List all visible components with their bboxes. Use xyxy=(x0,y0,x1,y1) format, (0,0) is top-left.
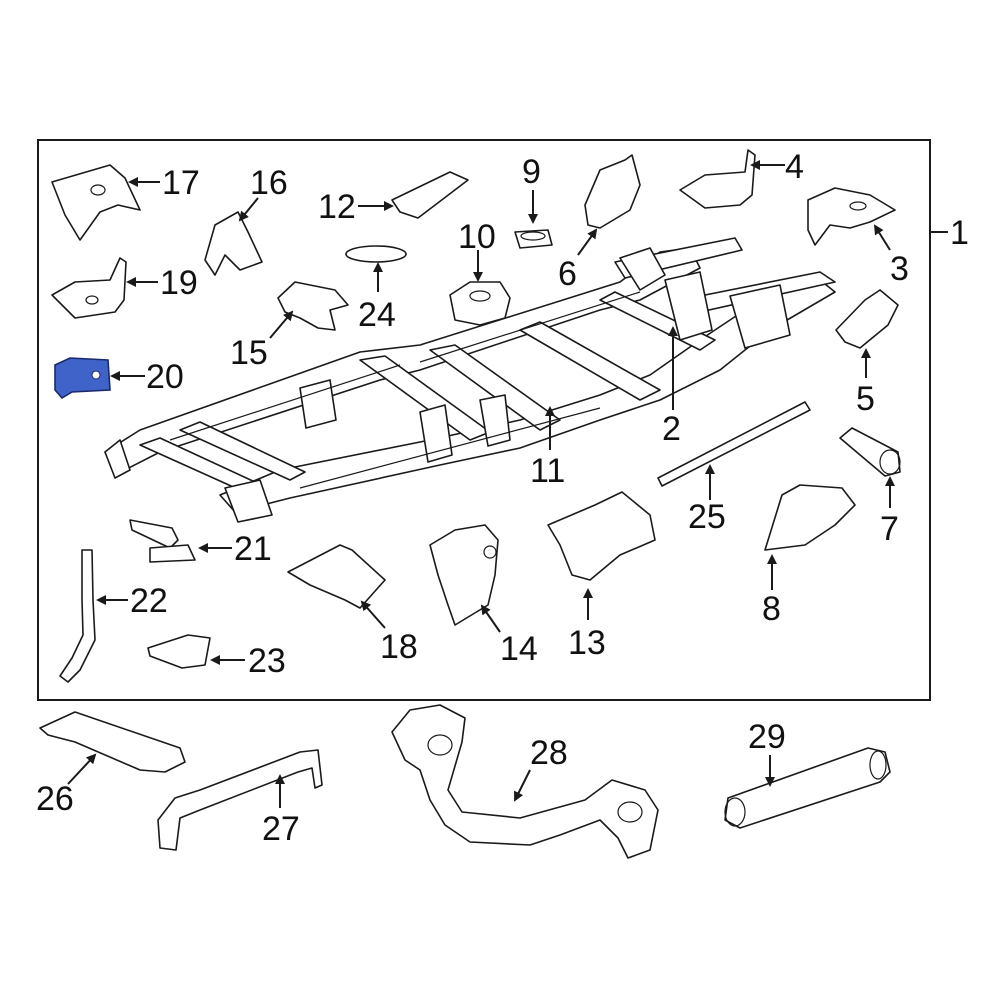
callout-5: 5 xyxy=(856,380,875,418)
part-8-bracket[interactable] xyxy=(764,484,856,551)
part-22-bolt[interactable] xyxy=(59,549,96,683)
part-19-bracket[interactable] xyxy=(51,257,127,319)
leader-lines xyxy=(67,160,895,808)
callout-2: 2 xyxy=(662,410,681,448)
callout-16: 16 xyxy=(250,164,288,202)
part-6-bracket[interactable] xyxy=(584,154,641,229)
part-13-bracket[interactable] xyxy=(547,491,656,581)
callout-19: 19 xyxy=(160,264,198,302)
callout-27: 27 xyxy=(262,810,300,848)
callout-28: 28 xyxy=(530,734,568,772)
part-4-bracket[interactable] xyxy=(679,149,756,209)
callout-10: 10 xyxy=(458,218,496,256)
part-9-grommet[interactable] xyxy=(514,229,553,249)
callout-29: 29 xyxy=(748,718,786,756)
frame-chassis[interactable] xyxy=(104,237,836,523)
assembly-frame xyxy=(37,139,931,701)
part-28-crossmember[interactable] xyxy=(391,704,659,859)
callout-24: 24 xyxy=(358,296,396,334)
callout-11: 11 xyxy=(530,452,565,490)
callout-6: 6 xyxy=(558,255,577,293)
callout-8: 8 xyxy=(762,590,781,628)
callout-21: 21 xyxy=(234,530,272,568)
part-14-bracket[interactable] xyxy=(429,524,499,626)
callout-23: 23 xyxy=(248,642,286,680)
part-29-tube[interactable] xyxy=(724,747,891,829)
part-7-sleeve[interactable] xyxy=(839,427,901,477)
part-20-bracket-highlighted[interactable] xyxy=(54,357,111,400)
callout-14: 14 xyxy=(500,630,538,668)
callout-9: 9 xyxy=(522,153,541,191)
part-3-bracket[interactable] xyxy=(807,187,896,246)
callout-20: 20 xyxy=(146,358,184,396)
callout-15: 15 xyxy=(230,334,268,372)
part-18-bracket[interactable] xyxy=(287,544,386,609)
callout-4: 4 xyxy=(785,148,804,186)
part-12-bracket[interactable] xyxy=(391,171,469,219)
part-16-bracket[interactable] xyxy=(204,211,263,276)
part-24-plug[interactable] xyxy=(345,245,407,263)
part-5-bracket[interactable] xyxy=(835,289,899,349)
part-10-mount[interactable] xyxy=(449,281,511,326)
callout-26: 26 xyxy=(36,780,74,818)
part-17-bracket[interactable] xyxy=(51,164,141,241)
part-15-bracket[interactable] xyxy=(277,281,349,331)
part-25-rod[interactable] xyxy=(657,401,811,487)
callout-18: 18 xyxy=(380,628,418,666)
callout-labels: 1 2 3 4 5 6 7 8 9 10 11 12 13 14 15 16 1… xyxy=(36,148,969,848)
callout-3: 3 xyxy=(890,250,909,288)
part-21-bolts[interactable] xyxy=(129,519,196,563)
callout-13: 13 xyxy=(568,624,606,662)
part-23-bolt[interactable] xyxy=(147,634,211,669)
part-26-skid-plate[interactable] xyxy=(39,711,186,773)
callout-12: 12 xyxy=(318,188,356,226)
callout-22: 22 xyxy=(130,582,168,620)
callout-7: 7 xyxy=(880,510,899,548)
callout-25: 25 xyxy=(688,498,726,536)
callout-1: 1 xyxy=(950,214,969,252)
callout-17: 17 xyxy=(162,164,200,202)
